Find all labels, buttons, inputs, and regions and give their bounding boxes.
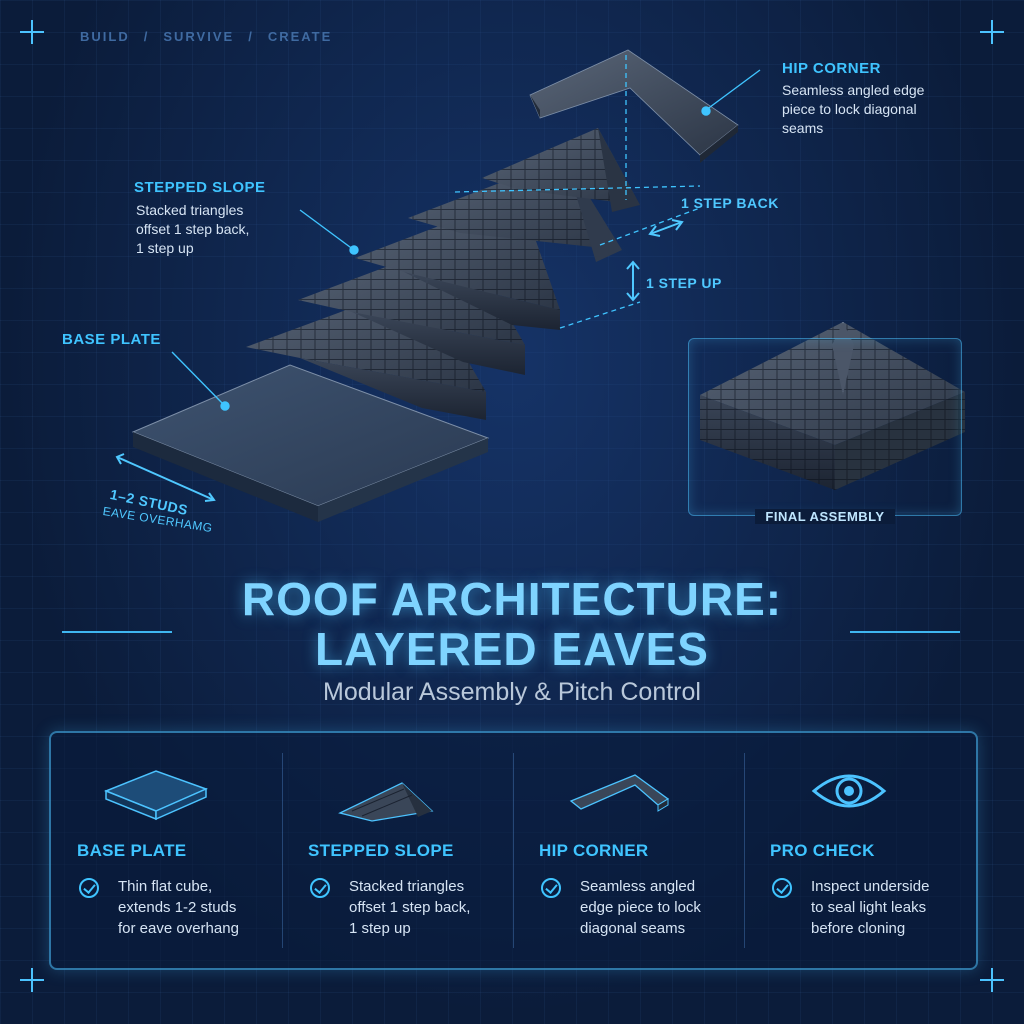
slope-tier-5 [482, 128, 640, 212]
desc-line: diagonal seams [580, 920, 686, 937]
desc-line: piece to lock diagonal [782, 101, 917, 117]
hip-corner-piece [529, 49, 739, 163]
hip-corner-label: HIP CORNER [782, 60, 881, 77]
card-title: HIP CORNER [539, 841, 649, 860]
card-desc: Thin flat cube, extends 1-2 studs for ea… [118, 876, 278, 939]
desc-line: 1 step up [349, 920, 411, 937]
card-desc: Inspect underside to seal light leaks be… [811, 876, 971, 939]
studs-arrowhead-right [204, 492, 216, 502]
final-assembly-label: FINAL ASSEMBLY [689, 509, 961, 524]
base-plate-piece [131, 364, 490, 522]
card-desc: Seamless angled edge piece to lock diago… [580, 876, 740, 939]
corner-mark-top-right [980, 20, 1004, 44]
desc-line: for eave overhang [118, 920, 239, 937]
desc-line: Seamless angled edge [782, 82, 925, 98]
base-plate-label: BASE PLATE [62, 331, 161, 348]
stepped-slope-desc: Stacked triangles offset 1 step back, 1 … [136, 201, 249, 258]
final-assembly-roof [700, 322, 965, 490]
base-plate-leader [171, 351, 226, 407]
desc-line: Stacked triangles [136, 202, 244, 218]
desc-line: extends 1-2 studs [118, 899, 237, 916]
final-assembly-label-text: FINAL ASSEMBLY [755, 509, 895, 524]
step-back-arrow [649, 221, 683, 235]
check-icon [310, 878, 330, 898]
desc-line: edge piece to lock [580, 899, 701, 916]
desc-line: before cloning [811, 920, 906, 937]
page-title-line1: ROOF ARCHITECTURE: [241, 573, 783, 625]
stepped-slope-icon [338, 782, 434, 822]
desc-line: offset 1 step back, [349, 899, 471, 916]
card-pro-check: PRO CHECK Inspect underside to seal ligh… [744, 733, 975, 968]
stepped-slope-leader [299, 209, 355, 251]
breadcrumb-separator: / [248, 29, 254, 44]
step-up-label: 1 STEP UP [646, 275, 722, 291]
check-icon [772, 878, 792, 898]
stepped-slope-tiers [246, 128, 640, 420]
card-title: STEPPED SLOPE [308, 841, 454, 860]
desc-line: to seal light leaks [811, 899, 927, 916]
step-back-arrowhead-right [671, 219, 684, 231]
breadcrumb-item: CREATE [267, 29, 333, 44]
check-icon [541, 878, 561, 898]
feature-panel: BASE PLATE Thin flat cube, extends 1-2 s… [49, 731, 978, 970]
final-assembly-frame: FINAL ASSEMBLY [688, 338, 962, 524]
title-rule-left [62, 631, 172, 633]
step-back-guide-upper [454, 185, 701, 193]
card-desc: Stacked triangles offset 1 step back, 1 … [349, 876, 509, 939]
base-plate-leader-dot [220, 401, 230, 411]
desc-line: Seamless angled [580, 878, 696, 895]
card-hip-corner: HIP CORNER Seamless angled edge piece to… [513, 733, 744, 968]
hip-corner-leader-dot [701, 106, 711, 116]
studs-arrowhead-left [115, 453, 125, 465]
step-back-arrowhead-left [648, 225, 661, 237]
desc-line: Inspect underside [811, 878, 930, 895]
breadcrumb-item: SURVIVE [163, 29, 235, 44]
card-stepped-slope: STEPPED SLOPE Stacked triangles offset 1… [282, 733, 513, 968]
desc-line: 1 step up [136, 240, 194, 256]
corner-mark-bottom-right [980, 968, 1004, 992]
card-base-plate: BASE PLATE Thin flat cube, extends 1-2 s… [51, 733, 282, 968]
card-title: BASE PLATE [77, 841, 187, 860]
card-title: PRO CHECK [770, 841, 875, 860]
studs-arrow [116, 456, 215, 501]
page-title-line2: LAYERED EAVES [315, 623, 709, 675]
step-up-arrowhead-bottom [626, 292, 640, 302]
base-plate-icon [103, 770, 209, 821]
step-back-label: 1 STEP BACK [681, 195, 779, 211]
desc-line: Thin flat cube, [118, 878, 213, 895]
title-rule-right [850, 631, 960, 633]
corner-mark-top-left [20, 20, 44, 44]
corner-mark-bottom-left [20, 968, 44, 992]
hip-corner-icon [569, 774, 670, 812]
stepped-slope-label: STEPPED SLOPE [134, 179, 266, 196]
step-up-guide [559, 301, 641, 329]
desc-line: offset 1 step back, [136, 221, 250, 237]
breadcrumb-separator: / [143, 29, 150, 44]
eye-icon [811, 774, 887, 808]
desc-line: seams [782, 120, 824, 136]
check-icon [79, 878, 99, 898]
exploded-roof-diagram [115, 49, 965, 522]
hip-corner-leader [705, 69, 761, 111]
desc-line: Stacked triangles [349, 878, 465, 895]
breadcrumb-item: BUILD [80, 29, 130, 44]
page-subtitle: Modular Assembly & Pitch Control [323, 678, 701, 706]
stepped-slope-leader-dot [349, 245, 359, 255]
hip-corner-desc: Seamless angled edge piece to lock diago… [782, 81, 924, 138]
breadcrumb: BUILD / SURVIVE / CREATE [80, 29, 332, 44]
step-up-arrowhead-top [626, 260, 640, 270]
